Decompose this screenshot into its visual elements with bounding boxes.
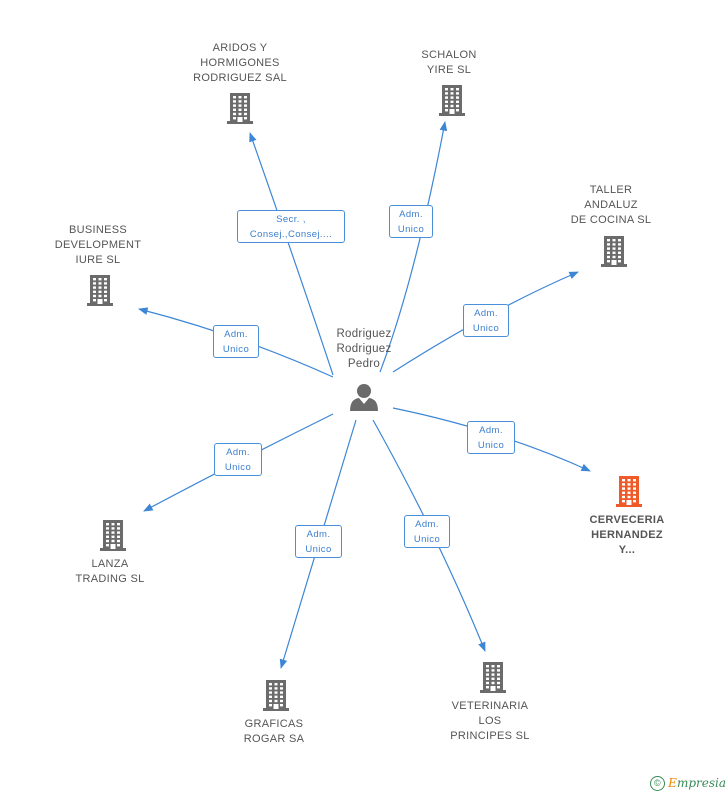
copyright-icon: © [649, 776, 665, 791]
company-node-veterinaria-line: PRINCIPES SL [450, 730, 530, 742]
building-icon [227, 93, 253, 124]
company-node-veterinaria-line: LOS [478, 715, 502, 727]
role-label-aridos[interactable]: Secr. , Consej.,Consej.... [237, 210, 345, 243]
company-node-veterinaria-line: VETERINARIA [451, 700, 529, 712]
company-node-graficas-line: ROGAR SA [243, 733, 305, 745]
role-label-line: Adm. [399, 209, 423, 220]
edge-line-aridos [249, 132, 334, 376]
company-node-cerveceria[interactable]: CERVECERIA HERNANDEZ Y... [590, 513, 665, 558]
center-person-name-line: Rodriguez [336, 328, 392, 340]
role-label-line: Unico [477, 440, 505, 451]
building-icon [601, 236, 627, 267]
company-node-schalon-line: YIRE SL [426, 64, 472, 76]
company-node-taller[interactable]: TALLER ANDALUZ DE COCINA SL [571, 183, 652, 228]
role-label-line: Secr. , [276, 214, 306, 225]
edge-line-schalon [379, 121, 448, 373]
company-node-veterinaria[interactable]: VETERINARIA LOS PRINCIPES SL [450, 699, 529, 744]
company-node-schalon[interactable]: SCHALON YIRE SL [421, 48, 476, 78]
company-node-taller-line: DE COCINA SL [570, 214, 652, 226]
company-node-aridos-line: RODRIGUEZ SAL [193, 72, 287, 84]
company-node-schalon-line: SCHALON [421, 49, 477, 61]
company-node-lanza[interactable]: LANZA TRADING SL [75, 557, 144, 587]
role-label-schalon[interactable]: Adm. Unico [389, 205, 433, 238]
company-node-taller-line: TALLER [589, 184, 633, 196]
building-icon [439, 85, 465, 116]
role-label-line: Adm. [226, 447, 250, 458]
building-icon [616, 476, 642, 507]
company-node-cerveceria-line: HERNANDEZ [591, 529, 663, 541]
building-icon [100, 520, 126, 551]
building-icon [263, 680, 289, 711]
footer-brand: © Empresia [649, 775, 726, 791]
role-label-veterinaria[interactable]: Adm. Unico [404, 515, 450, 548]
role-label-line: Adm. [306, 529, 331, 540]
brand-logo: Empresia [668, 775, 726, 790]
company-node-aridos-line: HORMIGONES [200, 57, 280, 69]
role-label-line: Unico [224, 462, 252, 473]
company-node-aridos[interactable]: ARIDOS Y HORMIGONES RODRIGUEZ SAL [193, 41, 287, 86]
role-label-line: Adm. [224, 329, 248, 340]
role-label-line: Unico [305, 544, 332, 555]
building-icon [87, 275, 113, 306]
role-label-line: Unico [222, 344, 250, 355]
company-node-graficas[interactable]: GRAFICAS ROGAR SA [244, 717, 304, 747]
company-node-aridos-line: ARIDOS Y [212, 42, 268, 54]
center-person-name-line: Pedro [347, 358, 381, 370]
role-label-line: Adm. [474, 308, 498, 319]
role-label-line: Adm. [415, 519, 439, 530]
company-node-cerveceria-line: CERVECERIA [589, 514, 665, 526]
company-node-graficas-line: GRAFICAS [244, 718, 304, 730]
role-label-line: Adm. [479, 425, 503, 436]
company-node-business[interactable]: BUSINESS DEVELOPMENT IURE SL [55, 223, 141, 268]
role-label-taller[interactable]: Adm. Unico [463, 304, 509, 337]
role-label-line: Unico [397, 224, 425, 235]
building-icon [480, 662, 506, 693]
company-node-business-line: BUSINESS [68, 224, 128, 236]
role-label-line: Unico [472, 323, 500, 334]
role-label-line: Unico [413, 534, 441, 545]
company-node-business-line: DEVELOPMENT [54, 239, 142, 251]
person-icon [350, 384, 378, 411]
company-node-business-line: IURE SL [75, 254, 121, 266]
company-node-lanza-line: LANZA [91, 558, 129, 570]
company-node-taller-line: ANDALUZ [584, 199, 638, 211]
role-label-lanza[interactable]: Adm. Unico [214, 443, 262, 476]
role-label-cerveceria[interactable]: Adm. Unico [467, 421, 515, 454]
center-person-name-line: Rodriguez [336, 343, 392, 355]
role-label-business[interactable]: Adm. Unico [213, 325, 259, 358]
role-label-graficas[interactable]: Adm. Unico [295, 525, 342, 558]
company-node-cerveceria-line: Y... [618, 544, 636, 556]
company-node-lanza-line: TRADING SL [75, 573, 145, 585]
role-label-line: Consej.,Consej.... [249, 229, 333, 240]
